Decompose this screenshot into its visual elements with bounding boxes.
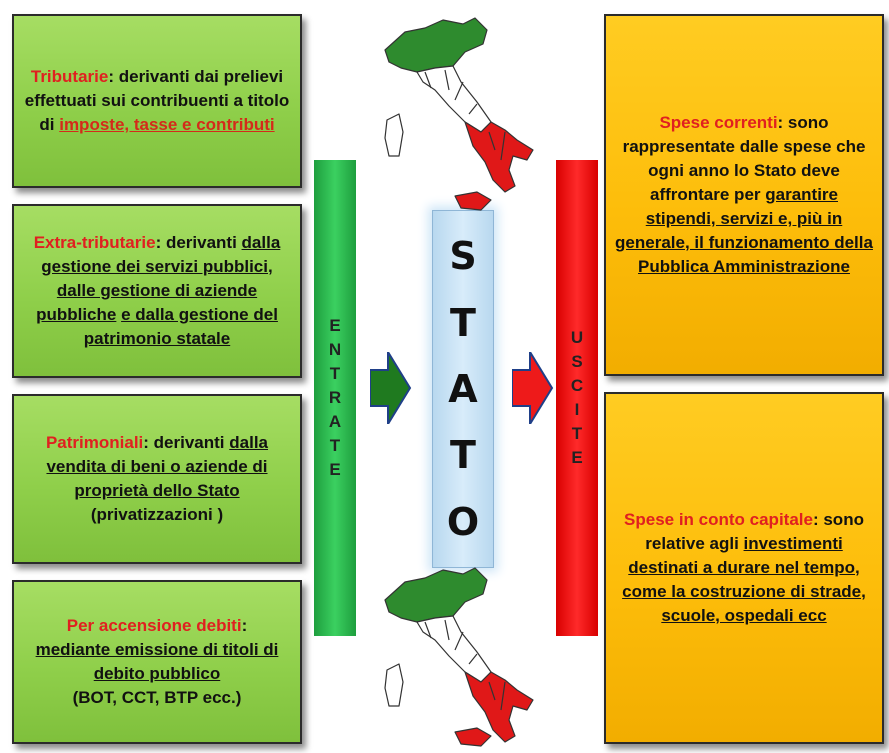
entrate-letter: R bbox=[328, 388, 342, 407]
extra-u3: e dalla gestione del patrimonio statale bbox=[83, 305, 278, 348]
extra-u2: dalle gestione di aziende pubbliche bbox=[36, 281, 258, 324]
stato-letter: T bbox=[450, 433, 476, 478]
extra-sep: , bbox=[268, 257, 273, 276]
tributarie-text: : derivanti dai prelievi effettuati sui … bbox=[24, 67, 290, 134]
arrow-right-icon bbox=[512, 352, 554, 424]
uscite-letter: T bbox=[571, 424, 583, 443]
capitale-text: : sono relative agli bbox=[645, 510, 864, 553]
debiti-text: : bbox=[241, 616, 248, 635]
correnti-title: Spese correnti bbox=[659, 113, 778, 132]
capitale-underlined: investimenti destinati a durare nel temp… bbox=[622, 534, 866, 625]
patrimoniali-text: : derivanti bbox=[143, 433, 225, 452]
entrate-letter: T bbox=[329, 364, 341, 383]
uscite-letter: C bbox=[570, 376, 584, 395]
stato-letter: T bbox=[450, 300, 476, 345]
entrate-patrimoniali-box: Patrimoniali: derivanti dalla vendita di… bbox=[12, 394, 302, 564]
entrate-debiti-box: Per accensione debiti: mediante emission… bbox=[12, 580, 302, 744]
tributarie-underlined: imposte, tasse e contributi bbox=[59, 115, 275, 134]
debiti-title: Per accensione debiti bbox=[66, 616, 242, 635]
spese-correnti-box: Spese correnti: sono rappresentate dalle… bbox=[604, 14, 884, 376]
correnti-text: : sono rappresentate dalle spese che ogn… bbox=[622, 113, 866, 204]
spese-capitale-box: Spese in conto capitale: sono relative a… bbox=[604, 392, 884, 744]
debiti-tail: (BOT, CCT, BTP ecc.) bbox=[72, 688, 242, 707]
uscite-letter: E bbox=[571, 448, 583, 467]
entrate-extra-tributarie-box: Extra-tributarie: derivanti dalla gestio… bbox=[12, 204, 302, 378]
uscite-letter: U bbox=[570, 328, 584, 347]
entrate-letter: T bbox=[329, 436, 341, 455]
stato-letter: O bbox=[446, 499, 480, 544]
uscite-letter: S bbox=[571, 352, 583, 371]
debiti-underlined: mediante emissione di titoli di debito p… bbox=[35, 640, 279, 683]
entrate-letter: N bbox=[328, 340, 342, 359]
patrimoniali-title: Patrimoniali bbox=[45, 433, 144, 452]
tributarie-title: Tributarie bbox=[30, 67, 109, 86]
stato-letter: S bbox=[449, 234, 477, 279]
patrimoniali-tail: (privatizzazioni ) bbox=[90, 505, 224, 524]
entrate-letter: E bbox=[329, 460, 341, 479]
uscite-letter: I bbox=[574, 400, 580, 419]
extra-text: : derivanti bbox=[155, 233, 237, 252]
patrimoniali-underlined: dalla vendita di beni o aziende di propr… bbox=[46, 433, 269, 500]
italy-map-icon bbox=[384, 567, 534, 747]
entrate-letter: E bbox=[329, 316, 341, 335]
arrow-right-icon bbox=[370, 352, 412, 424]
entrate-tributarie-box: Tributarie: derivanti dai prelievi effet… bbox=[12, 14, 302, 188]
italy-map-icon bbox=[384, 17, 534, 211]
correnti-underlined: garantire stipendi, servizi e, più in ge… bbox=[615, 185, 873, 276]
extra-title: Extra-tributarie bbox=[33, 233, 156, 252]
entrate-letter: A bbox=[328, 412, 342, 431]
capitale-title: Spese in conto capitale bbox=[624, 510, 813, 529]
stato-letter: A bbox=[448, 366, 478, 411]
extra-u1: dalla gestione dei servizi pubblici bbox=[41, 233, 281, 276]
